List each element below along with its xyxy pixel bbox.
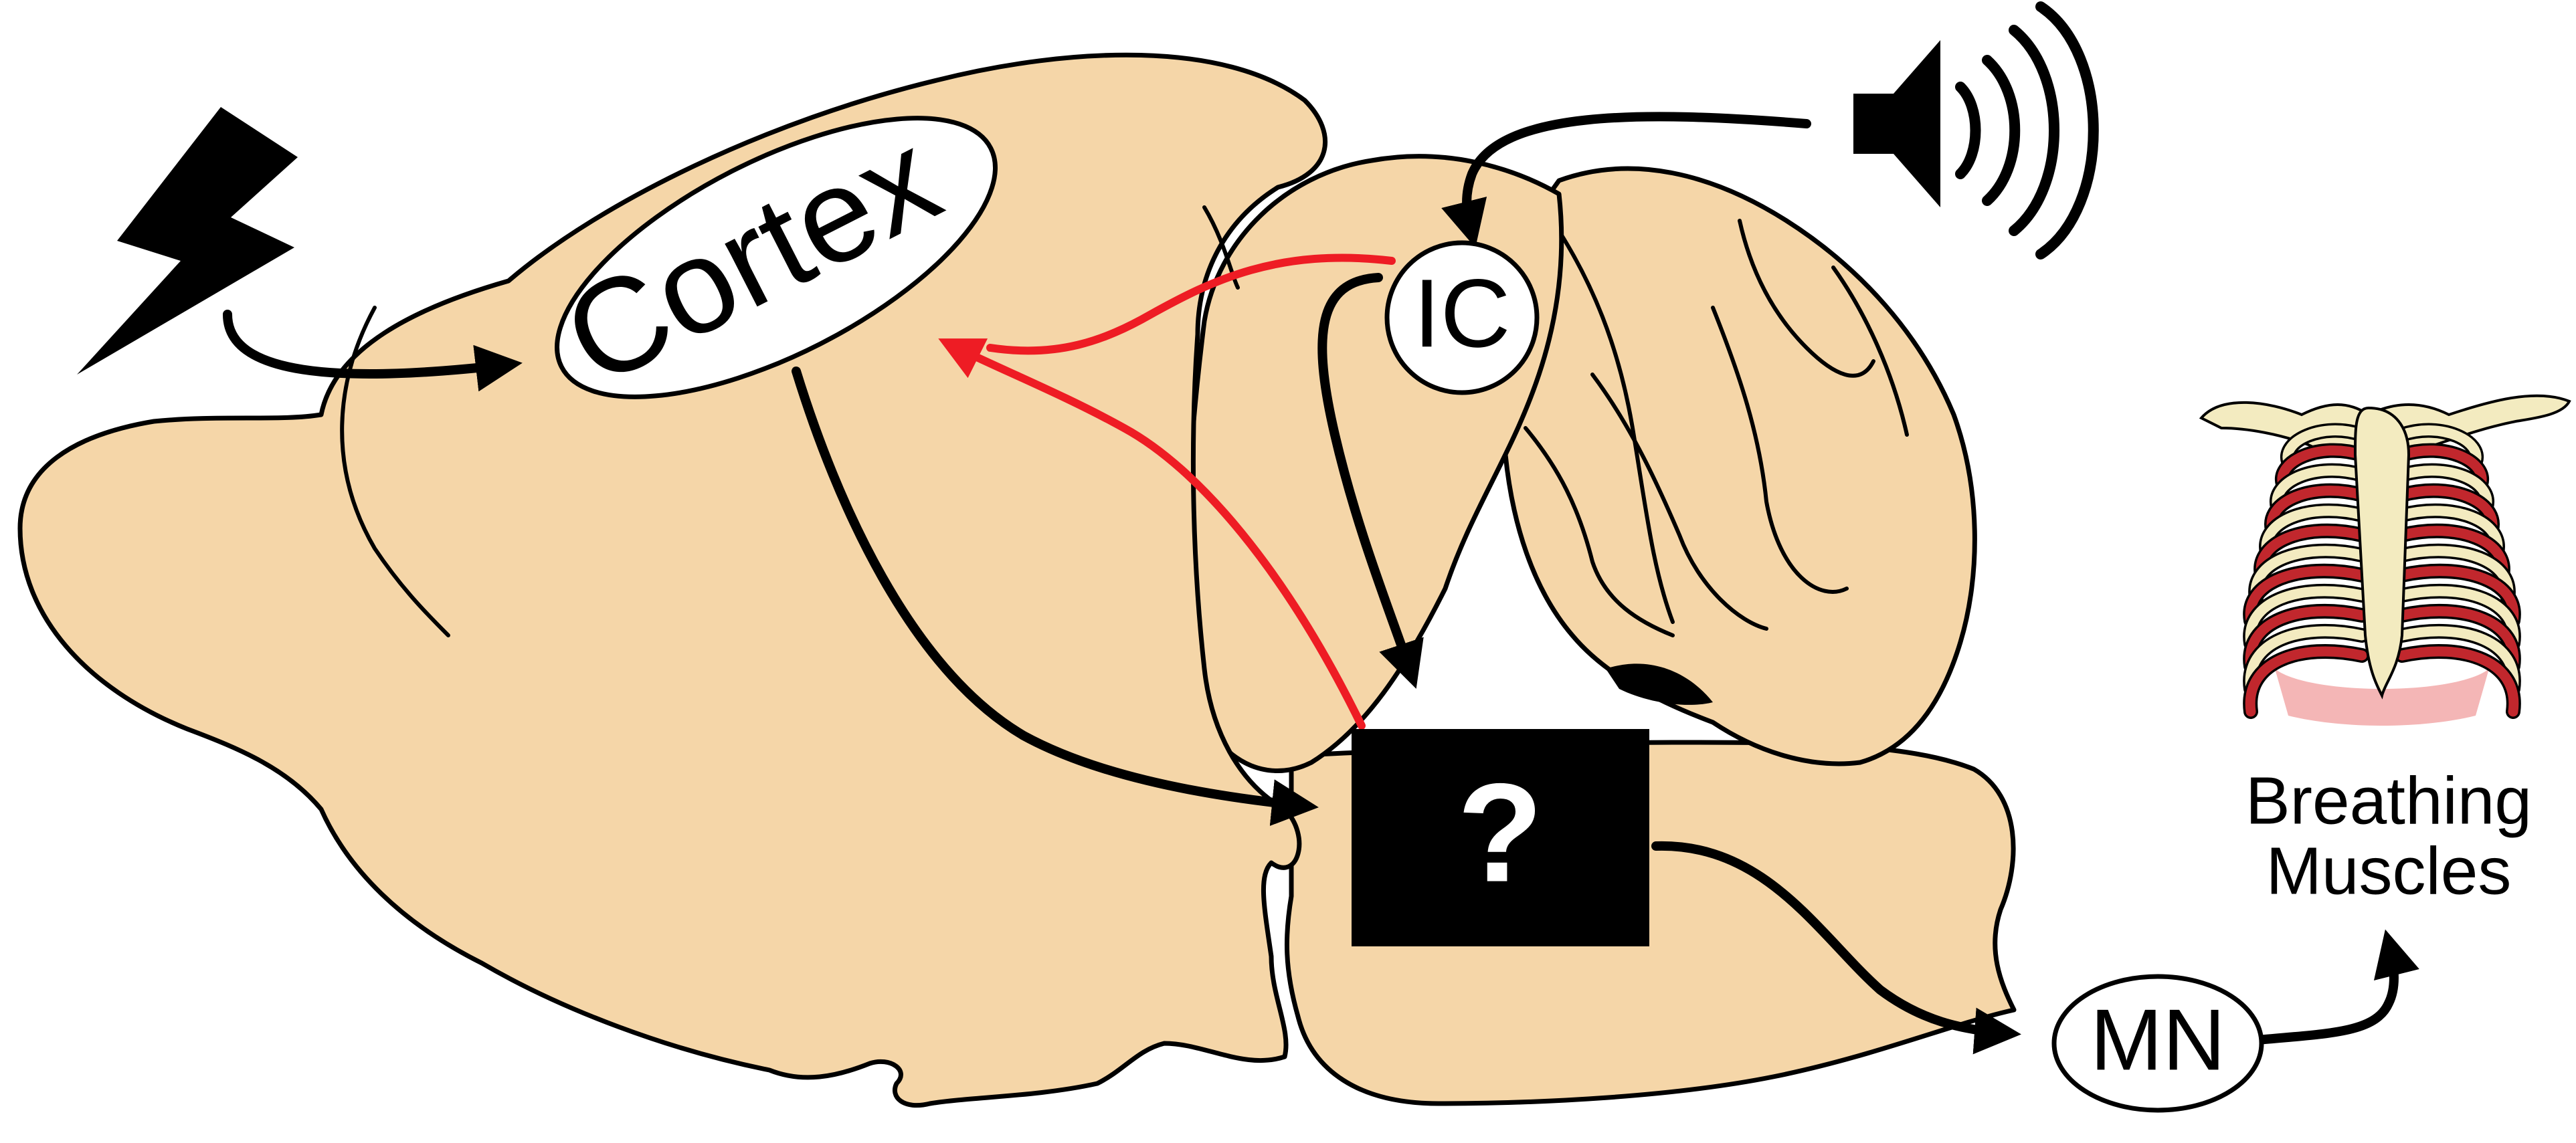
cortex-to-box-arrow — [792, 367, 1319, 826]
brain-illustration — [17, 52, 2017, 1108]
cerebellum-fold — [1550, 219, 1675, 624]
rib-icon — [2397, 465, 2492, 512]
cerebrum-sulcus — [1202, 205, 1240, 290]
rib-icon — [2282, 425, 2367, 467]
ic-to-box-arrow — [1317, 273, 1424, 689]
unknown-relay-box: ? — [1352, 729, 1649, 946]
rib-icon — [2397, 486, 2498, 535]
rib-icon — [2245, 586, 2367, 649]
rib-stack — [2243, 423, 2521, 726]
sound-to-ic-arrow — [1441, 112, 1811, 248]
muscles-label: Muscles — [2266, 833, 2512, 908]
stimulus-to-cortex-arrow — [223, 310, 523, 392]
rib-icon — [2272, 465, 2367, 512]
mn-label: MN — [2090, 991, 2225, 1088]
rib-icon — [2397, 606, 2519, 671]
ic-node: IC — [1384, 240, 1540, 395]
speaker-sound-icon — [1853, 1, 2099, 259]
rib-icon — [2397, 445, 2487, 490]
rib-icon — [2397, 425, 2482, 467]
cerebellum-fold — [1590, 373, 1768, 631]
mn-node: MN — [2051, 974, 2264, 1113]
ic-to-cortex-red-arrow — [986, 253, 1396, 355]
rib-icon — [2245, 606, 2367, 671]
sternum-icon — [2353, 406, 2411, 700]
rib-icon — [2397, 566, 2519, 626]
lightning-bolt-icon — [77, 107, 298, 375]
breathing-label: Breathing — [2245, 763, 2532, 838]
box-to-mn-arrow — [1651, 841, 2021, 1055]
mn-to-muscles-arrow — [2253, 929, 2419, 1045]
cerebellum — [1500, 166, 1977, 766]
rib-icon — [2245, 626, 2367, 694]
rib-icon — [2397, 586, 2519, 649]
rib-icon — [2266, 486, 2367, 535]
cerebellum-fold — [1711, 306, 1849, 594]
rib-icon — [2245, 566, 2367, 626]
cerebellum-fold — [1831, 266, 1909, 437]
ic-label: IC — [1414, 259, 1511, 367]
unknown-relay-label: ? — [1457, 754, 1543, 911]
cerebellum-fold — [1524, 426, 1675, 637]
rib-icon — [2397, 626, 2519, 694]
rib-icon — [2277, 445, 2367, 490]
rib-icon — [2397, 646, 2519, 717]
ribcage-icon — [2199, 394, 2571, 726]
cerebellum-notch — [1606, 663, 1713, 705]
cerebellum-fold — [1738, 219, 1875, 378]
rib-icon — [2245, 646, 2367, 717]
cerebrum — [17, 52, 1328, 1108]
box-to-cortex-red-arrow — [938, 338, 1366, 730]
